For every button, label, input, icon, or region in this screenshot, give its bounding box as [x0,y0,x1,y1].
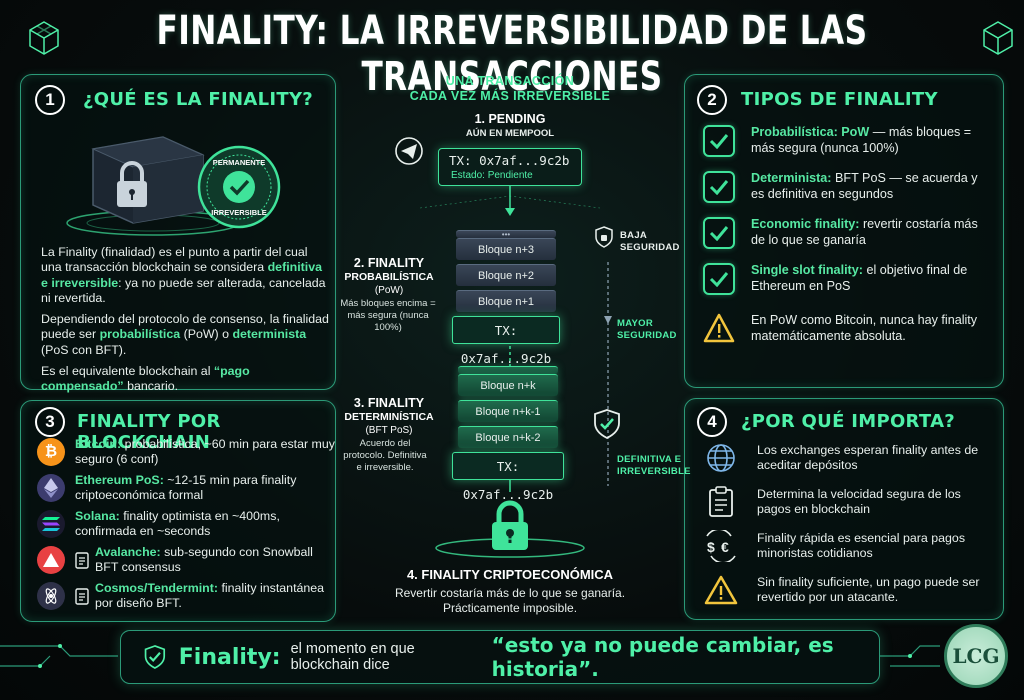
green-block: Bloque n+k [458,374,558,396]
glow-ring [435,538,585,558]
ethereum-icon [37,473,65,502]
section-title: FINALITY POR BLOCKCHAIN [77,411,221,453]
check-icon [703,217,735,249]
section-title: TIPOS DE FINALITY [741,89,938,110]
page-title: FINALITY: LA IRREVERSIBILIDAD DE LAS TRA… [156,8,868,100]
block-top [458,366,558,374]
section-number: 3 [35,407,65,437]
list-item: ₿ Bitcoin: probabilística, ~60 min para … [37,437,337,466]
cube-icon [983,21,1013,55]
tx-status: Estado: Pendiente [451,170,533,181]
tx-block: TX: 0x7af...9c2b [452,452,564,502]
final-label: DEFINITIVA E IRREVERSIBLE [617,454,691,477]
section-title: ¿POR QUÉ IMPORTA? [741,411,956,432]
circuit-decoration [880,645,940,667]
document-icon [75,551,89,569]
list-item: $€ Finality rápida es esencial para pago… [701,529,997,563]
panel-finality-by-blockchain: 3 FINALITY POR BLOCKCHAIN ₿ Bitcoin: pro… [20,400,336,622]
list-item: Cosmos/Tendermint: finality instantánea … [37,581,337,610]
list-item: Ethereum PoS: ~12-15 min para finality c… [37,473,337,502]
section-number: 1 [35,85,65,115]
section-number: 2 [697,85,727,115]
tx-id: TX: 0x7af...9c2b [449,153,570,168]
gray-block: Bloque n+2 [456,264,556,286]
globe-icon [701,441,741,475]
section-title: ¿QUÉ ES LA FINALITY? [83,89,314,110]
shield-check-icon [144,645,166,669]
list-item: Determinista: BFT PoS — se acuerda y es … [703,171,993,203]
panel-finality-types: 2 TIPOS DE FINALITY Probabilística: PoW … [684,74,1004,388]
stage-1-title: 1. PENDING [474,112,546,126]
shield-check-icon [594,409,620,440]
stage-4-subtitle: Revertir costaría más de lo que se ganar… [394,586,626,615]
cube-icon [29,21,59,55]
list-item: Solana: finality optimista en ~400ms, co… [37,509,337,538]
solana-icon [37,509,65,538]
list-item: Economic finality: revertir costaría más… [703,217,993,249]
low-security-label: BAJA SEGURIDAD [620,230,680,253]
list-item: En PoW como Bitcoin, nunca hay finality … [703,313,993,344]
seal-top-text: PERMANENTE [213,158,266,167]
list-item: Probabilística: PoW — más bloques = más … [703,125,993,157]
shield-icon [595,226,613,248]
green-block: Bloque n+k-2 [458,426,558,448]
block-top-dots: ••• [456,230,556,239]
cosmos-icon [37,581,65,610]
stage-3-subtitle: Acuerdo del protocolo. Definitiva e irre… [343,438,427,473]
finality-description: La Finality (finalidad) es el punto a pa… [41,245,329,394]
list-item: Single slot finality: el objetivo final … [703,263,993,295]
gray-block: Bloque n+3 [456,238,556,260]
summary-text: el momento en que blockchain dice [290,641,415,673]
list-item: Avalanche: sub-segundo con Snowball BFT … [37,545,337,574]
check-icon [703,263,735,295]
panel-what-is-finality: 1 ¿QUÉ ES LA FINALITY? PERMANENTE IRREVE… [20,74,336,393]
document-icon [701,485,741,519]
stage-2-title: 2. FINALITY PROBABILÍSTICA (PoW) [344,256,434,296]
warning-icon [701,573,741,607]
bottom-summary-bar: Finality: el momento en que blockchain d… [120,630,880,684]
telegram-icon [395,137,423,165]
svg-text:$: $ [707,539,715,555]
list-item: Los exchanges esperan finality antes de … [701,441,997,475]
stage-4-title: 4. FINALITY CRIPTOECONÓMICA [406,567,614,582]
summary-quote: “esto ya no puede cambiar, es historia”. [491,633,834,681]
tx-block: TX: 0x7af...9c2b [452,316,560,366]
list-item: Sin finality suficiente, un pago puede s… [701,573,997,607]
bitcoin-icon: ₿ [37,437,65,466]
panel-why-it-matters: 4 ¿POR QUÉ IMPORTA? Los exchanges espera… [684,398,1004,620]
timeline-connectors [419,186,612,492]
locked-vault-illustration: PERMANENTE IRREVERSIBLE [66,136,281,236]
avalanche-icon [37,545,65,574]
pending-transaction-box: TX: 0x7af...9c2b Estado: Pendiente [438,148,582,186]
currency-exchange-icon: $€ [701,529,741,563]
warning-icon [703,313,735,343]
seal-bottom-text: IRREVERSIBLE [211,208,266,217]
more-security-label: MAYOR SEGURIDAD [617,318,677,341]
stage-2-subtitle: Más bloques encima = más segura (nunca 1… [340,298,436,333]
document-icon [75,587,89,605]
stage-1-subtitle: AÚN EN MEMPOOL [465,128,555,139]
check-icon [703,125,735,157]
check-icon [703,171,735,203]
gray-block: Bloque n+1 [456,290,556,312]
list-item: Determina la velocidad segura de los pag… [701,485,997,519]
padlock-icon [492,500,528,550]
section-number: 4 [697,407,727,437]
stage-3-title: 3. FINALITY DETERMINÍSTICA (BFT PoS) [344,396,434,436]
summary-label: Finality: [178,644,281,670]
lcg-logo: LCG [944,624,1008,688]
green-block: Bloque n+k-1 [458,400,558,422]
svg-text:€: € [721,539,729,555]
circuit-decoration [0,644,118,668]
